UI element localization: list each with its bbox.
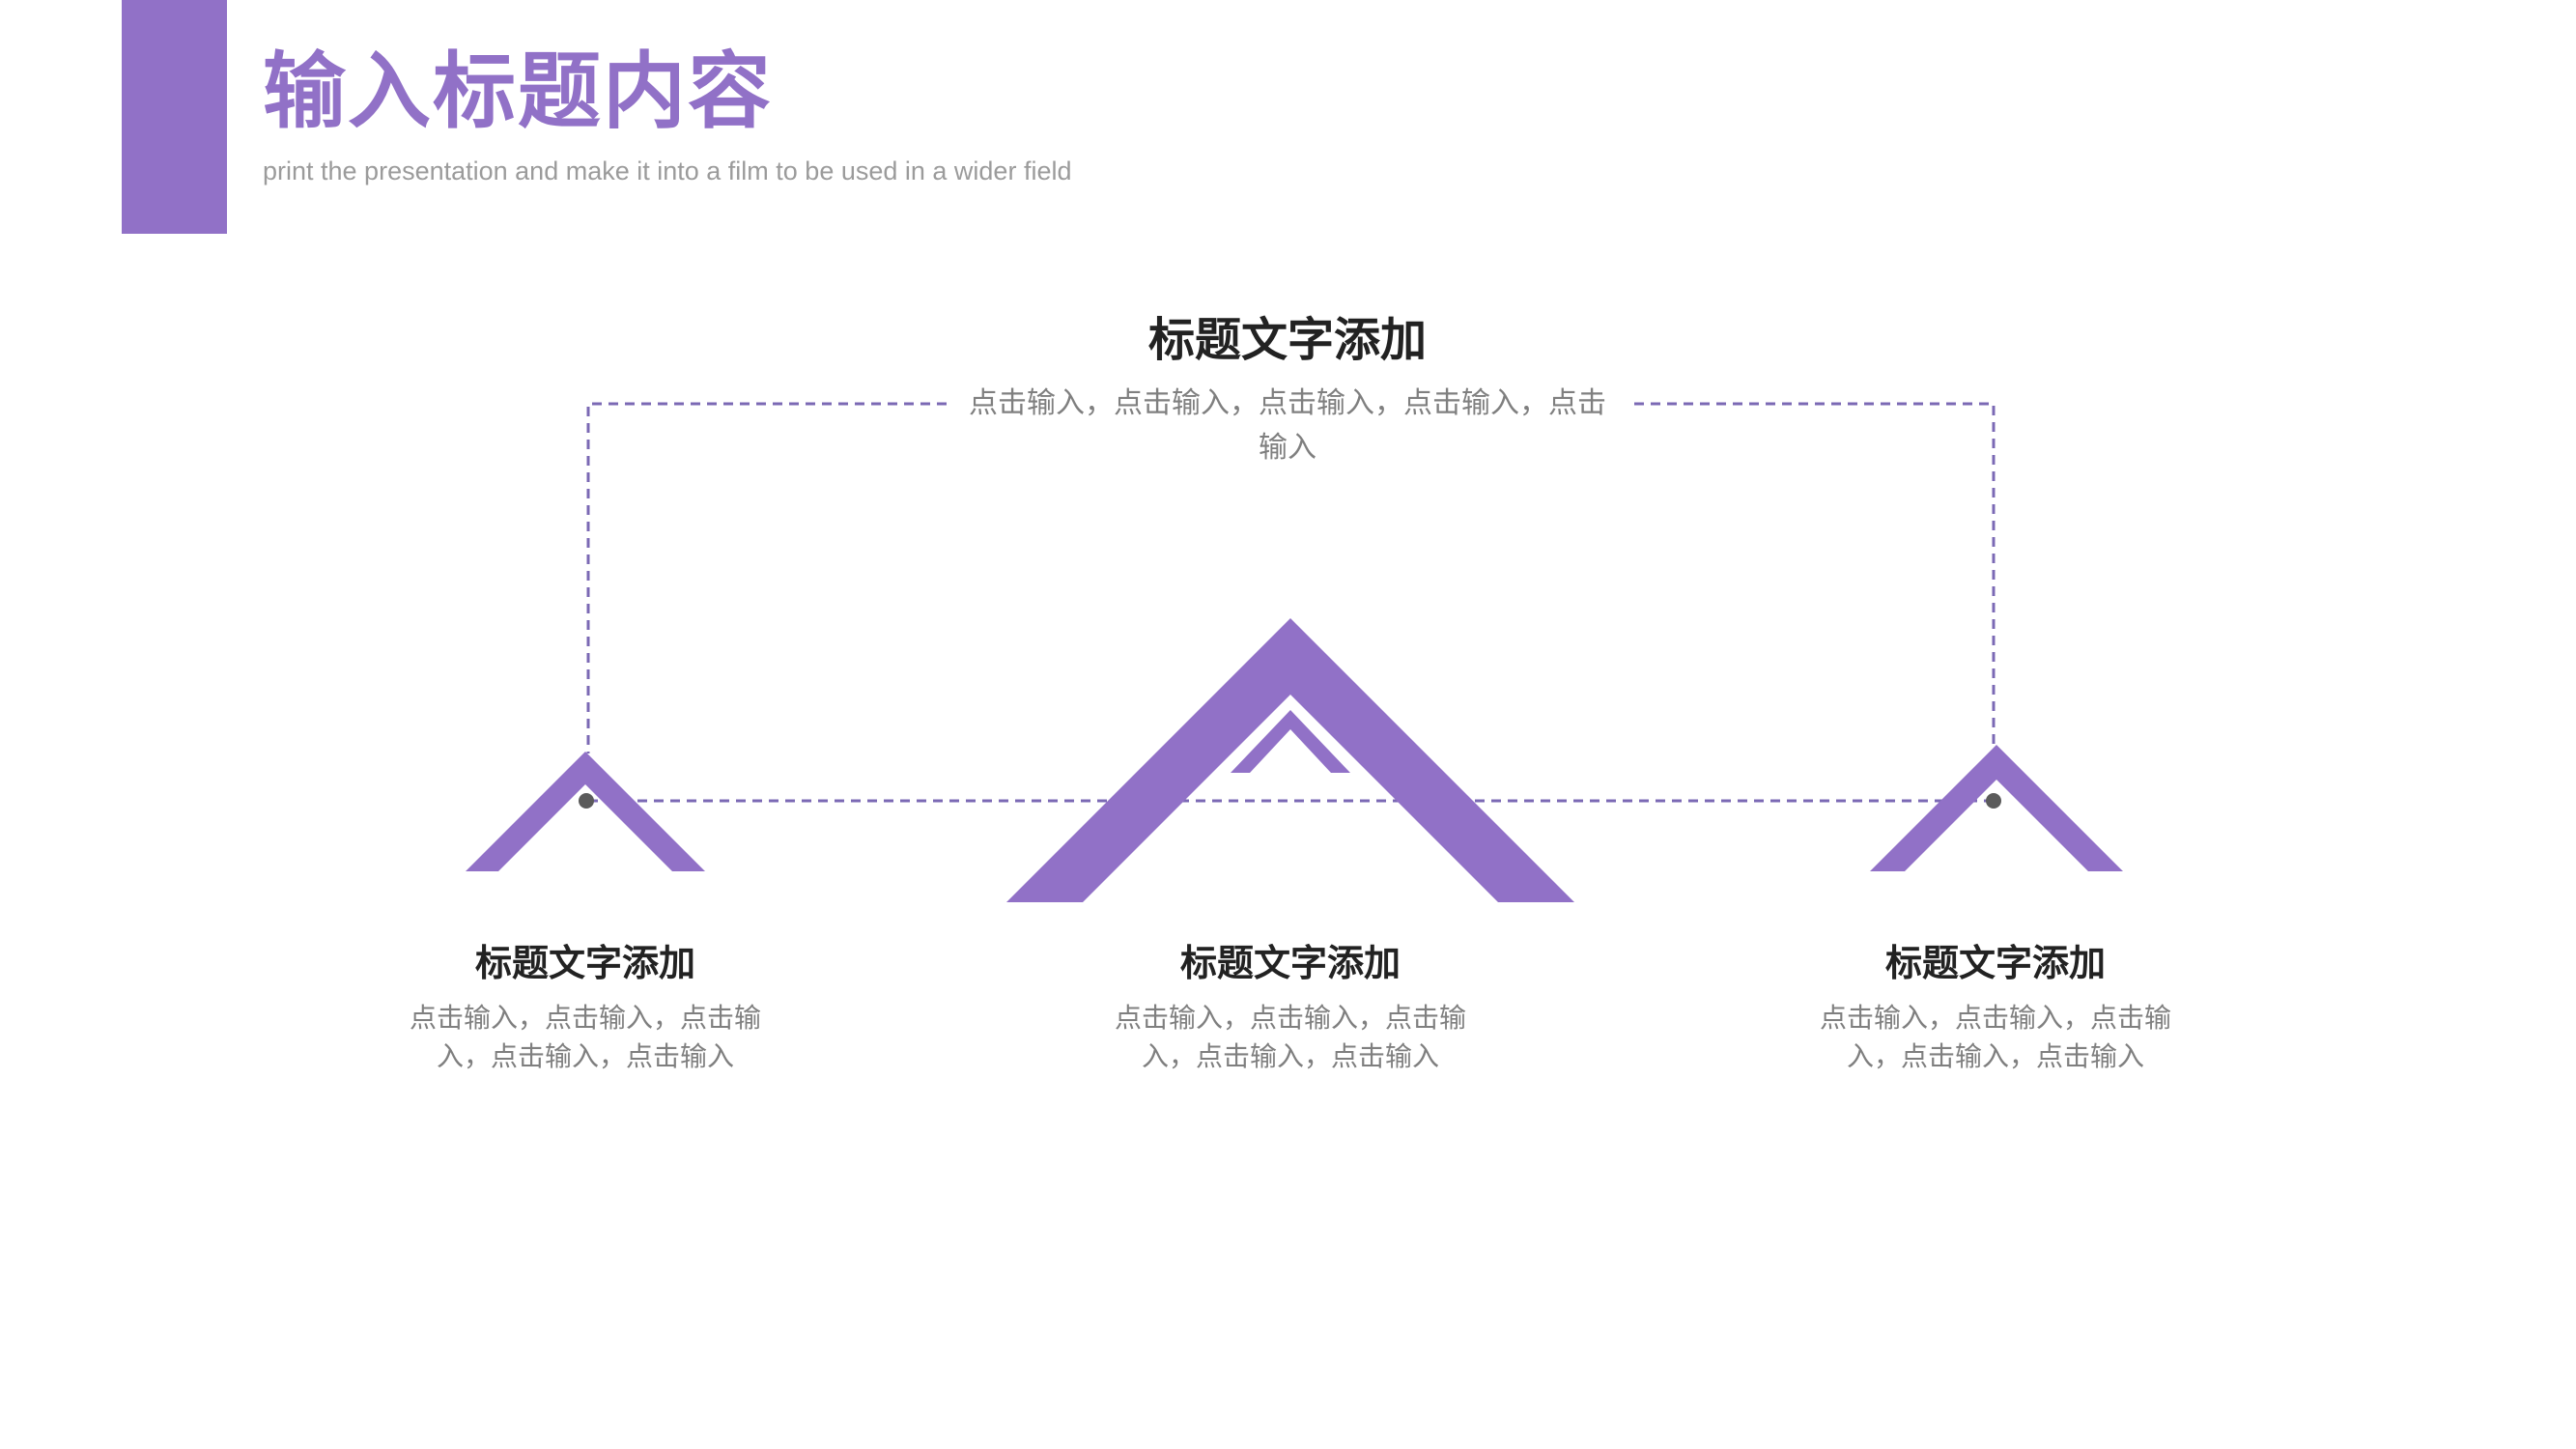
item-title-right: 标题文字添加 xyxy=(1884,942,2106,984)
roof-chevron-icon xyxy=(1870,745,2123,871)
roof-inner-chevron-icon xyxy=(1231,710,1350,773)
accent-bar xyxy=(122,0,227,234)
top-block-description: 点击输入，点击输入，点击输入，点击输入，点击输入 xyxy=(969,386,1606,465)
roof-chevron-icon xyxy=(1006,618,1574,902)
item-description-right: 点击输入，点击输入，点击输入，点击输入，点击输入 xyxy=(1819,1002,2171,1072)
roof-center xyxy=(1006,618,1574,902)
roof-left xyxy=(466,752,705,871)
roof-right xyxy=(1870,745,2123,871)
item-title-center: 标题文字添加 xyxy=(1179,942,1401,984)
connector-dot-icon xyxy=(579,793,594,809)
dashed-connector-frame xyxy=(586,402,1996,803)
roof-chevron-icon xyxy=(466,752,705,871)
page-subtitle: print the presentation and make it into … xyxy=(263,156,1072,185)
item-description-left: 点击输入，点击输入，点击输入，点击输入，点击输入 xyxy=(409,1002,761,1072)
connector-dot-icon xyxy=(1986,793,2001,809)
bracket-left-line xyxy=(586,402,947,753)
top-block-title: 标题文字添加 xyxy=(1147,313,1427,367)
item-description-center: 点击输入，点击输入，点击输入，点击输入，点击输入 xyxy=(1114,1002,1466,1072)
bracket-right-line xyxy=(1634,402,1996,753)
page-title: 输入标题内容 xyxy=(263,43,773,140)
item-title-left: 标题文字添加 xyxy=(474,942,695,984)
